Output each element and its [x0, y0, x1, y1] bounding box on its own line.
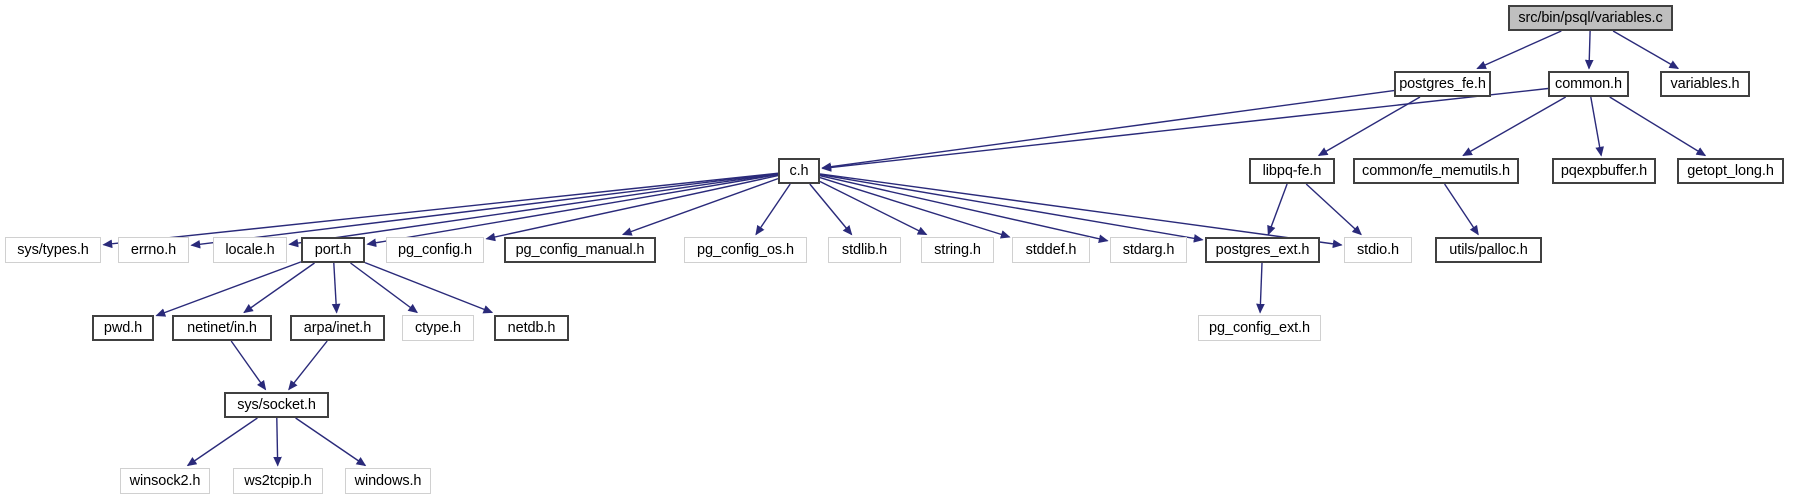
graph-node-label: sys/socket.h [237, 396, 316, 413]
graph-node-label: variables.h [1670, 75, 1740, 92]
graph-node-label: string.h [934, 241, 981, 258]
graph-node-netinet-in-h[interactable]: netinet/in.h [172, 315, 272, 341]
graph-node-label: windows.h [354, 472, 422, 489]
graph-node-label: pg_config_manual.h [515, 241, 645, 258]
graph-node-common-h[interactable]: common.h [1548, 71, 1629, 97]
graph-node-errno-h[interactable]: errno.h [118, 237, 189, 263]
graph-node-label: common.h [1555, 75, 1622, 92]
graph-node-stdlib-h[interactable]: stdlib.h [828, 237, 901, 263]
graph-node-label: arpa/inet.h [303, 319, 372, 336]
graph-node-stdio-h[interactable]: stdio.h [1344, 237, 1412, 263]
graph-node-ctype-h[interactable]: ctype.h [402, 315, 474, 341]
graph-node-label: netdb.h [507, 319, 556, 336]
graph-node-label: pg_config_os.h [697, 241, 794, 258]
graph-node-label: common/fe_memutils.h [1362, 162, 1510, 179]
graph-node-libpq-fe-h[interactable]: libpq-fe.h [1249, 158, 1335, 184]
graph-node-winsock2-h[interactable]: winsock2.h [120, 468, 210, 494]
graph-node-variables-c[interactable]: src/bin/psql/variables.c [1508, 5, 1673, 31]
graph-node-label: ws2tcpip.h [244, 472, 312, 489]
graph-node-string-h[interactable]: string.h [921, 237, 994, 263]
graph-node-label: c.h [789, 162, 809, 179]
graph-node-pg-config-h[interactable]: pg_config.h [386, 237, 484, 263]
graph-node-stddef-h[interactable]: stddef.h [1012, 237, 1090, 263]
graph-node-label: winsock2.h [129, 472, 201, 489]
graph-node-utils-palloc-h[interactable]: utils/palloc.h [1435, 237, 1542, 263]
graph-node-label: stdio.h [1356, 241, 1400, 258]
graph-node-c-h[interactable]: c.h [778, 158, 820, 184]
graph-node-label: utils/palloc.h [1449, 241, 1528, 258]
graph-node-stdarg-h[interactable]: stdarg.h [1110, 237, 1187, 263]
graph-node-sys-types-h[interactable]: sys/types.h [5, 237, 101, 263]
graph-node-label: postgres_ext.h [1215, 241, 1310, 258]
graph-node-sys-socket-h[interactable]: sys/socket.h [224, 392, 329, 418]
graph-node-pg-config-manual-h[interactable]: pg_config_manual.h [504, 237, 656, 263]
graph-node-label: postgres_fe.h [1399, 75, 1486, 92]
graph-node-pwd-h[interactable]: pwd.h [92, 315, 154, 341]
graph-node-label: stddef.h [1025, 241, 1077, 258]
graph-node-label: pqexpbuffer.h [1560, 162, 1648, 179]
graph-node-label: ctype.h [414, 319, 462, 336]
graph-node-getopt-long-h[interactable]: getopt_long.h [1677, 158, 1784, 184]
graph-node-label: netinet/in.h [187, 319, 257, 336]
graph-node-label: errno.h [130, 241, 177, 258]
graph-node-label: libpq-fe.h [1262, 162, 1322, 179]
graph-node-postgres-fe-h[interactable]: postgres_fe.h [1394, 71, 1491, 97]
graph-node-label: stdlib.h [841, 241, 888, 258]
graph-node-pg-config-ext-h[interactable]: pg_config_ext.h [1198, 315, 1321, 341]
graph-node-label: pg_config_ext.h [1209, 319, 1310, 336]
graph-node-postgres-ext-h[interactable]: postgres_ext.h [1205, 237, 1320, 263]
graph-node-label: getopt_long.h [1687, 162, 1774, 179]
graph-node-label: src/bin/psql/variables.c [1518, 9, 1663, 26]
graph-node-arpa-inet-h[interactable]: arpa/inet.h [290, 315, 385, 341]
graph-node-label: pg_config.h [398, 241, 472, 258]
graph-node-pg-config-os-h[interactable]: pg_config_os.h [684, 237, 807, 263]
graph-node-pqexpbuffer-h[interactable]: pqexpbuffer.h [1552, 158, 1656, 184]
graph-node-label: sys/types.h [17, 241, 89, 258]
graph-node-label: stdarg.h [1122, 241, 1175, 258]
graph-node-label: pwd.h [103, 319, 143, 336]
graph-node-label: port.h [314, 241, 352, 258]
graph-node-windows-h[interactable]: windows.h [345, 468, 431, 494]
graph-node-netdb-h[interactable]: netdb.h [494, 315, 569, 341]
graph-node-label: locale.h [225, 241, 275, 258]
graph-node-variables-h[interactable]: variables.h [1660, 71, 1750, 97]
graph-node-locale-h[interactable]: locale.h [213, 237, 287, 263]
graph-node-ws2tcpip-h[interactable]: ws2tcpip.h [233, 468, 323, 494]
graph-node-port-h[interactable]: port.h [301, 237, 365, 263]
graph-node-fe-memutils-h[interactable]: common/fe_memutils.h [1353, 158, 1519, 184]
